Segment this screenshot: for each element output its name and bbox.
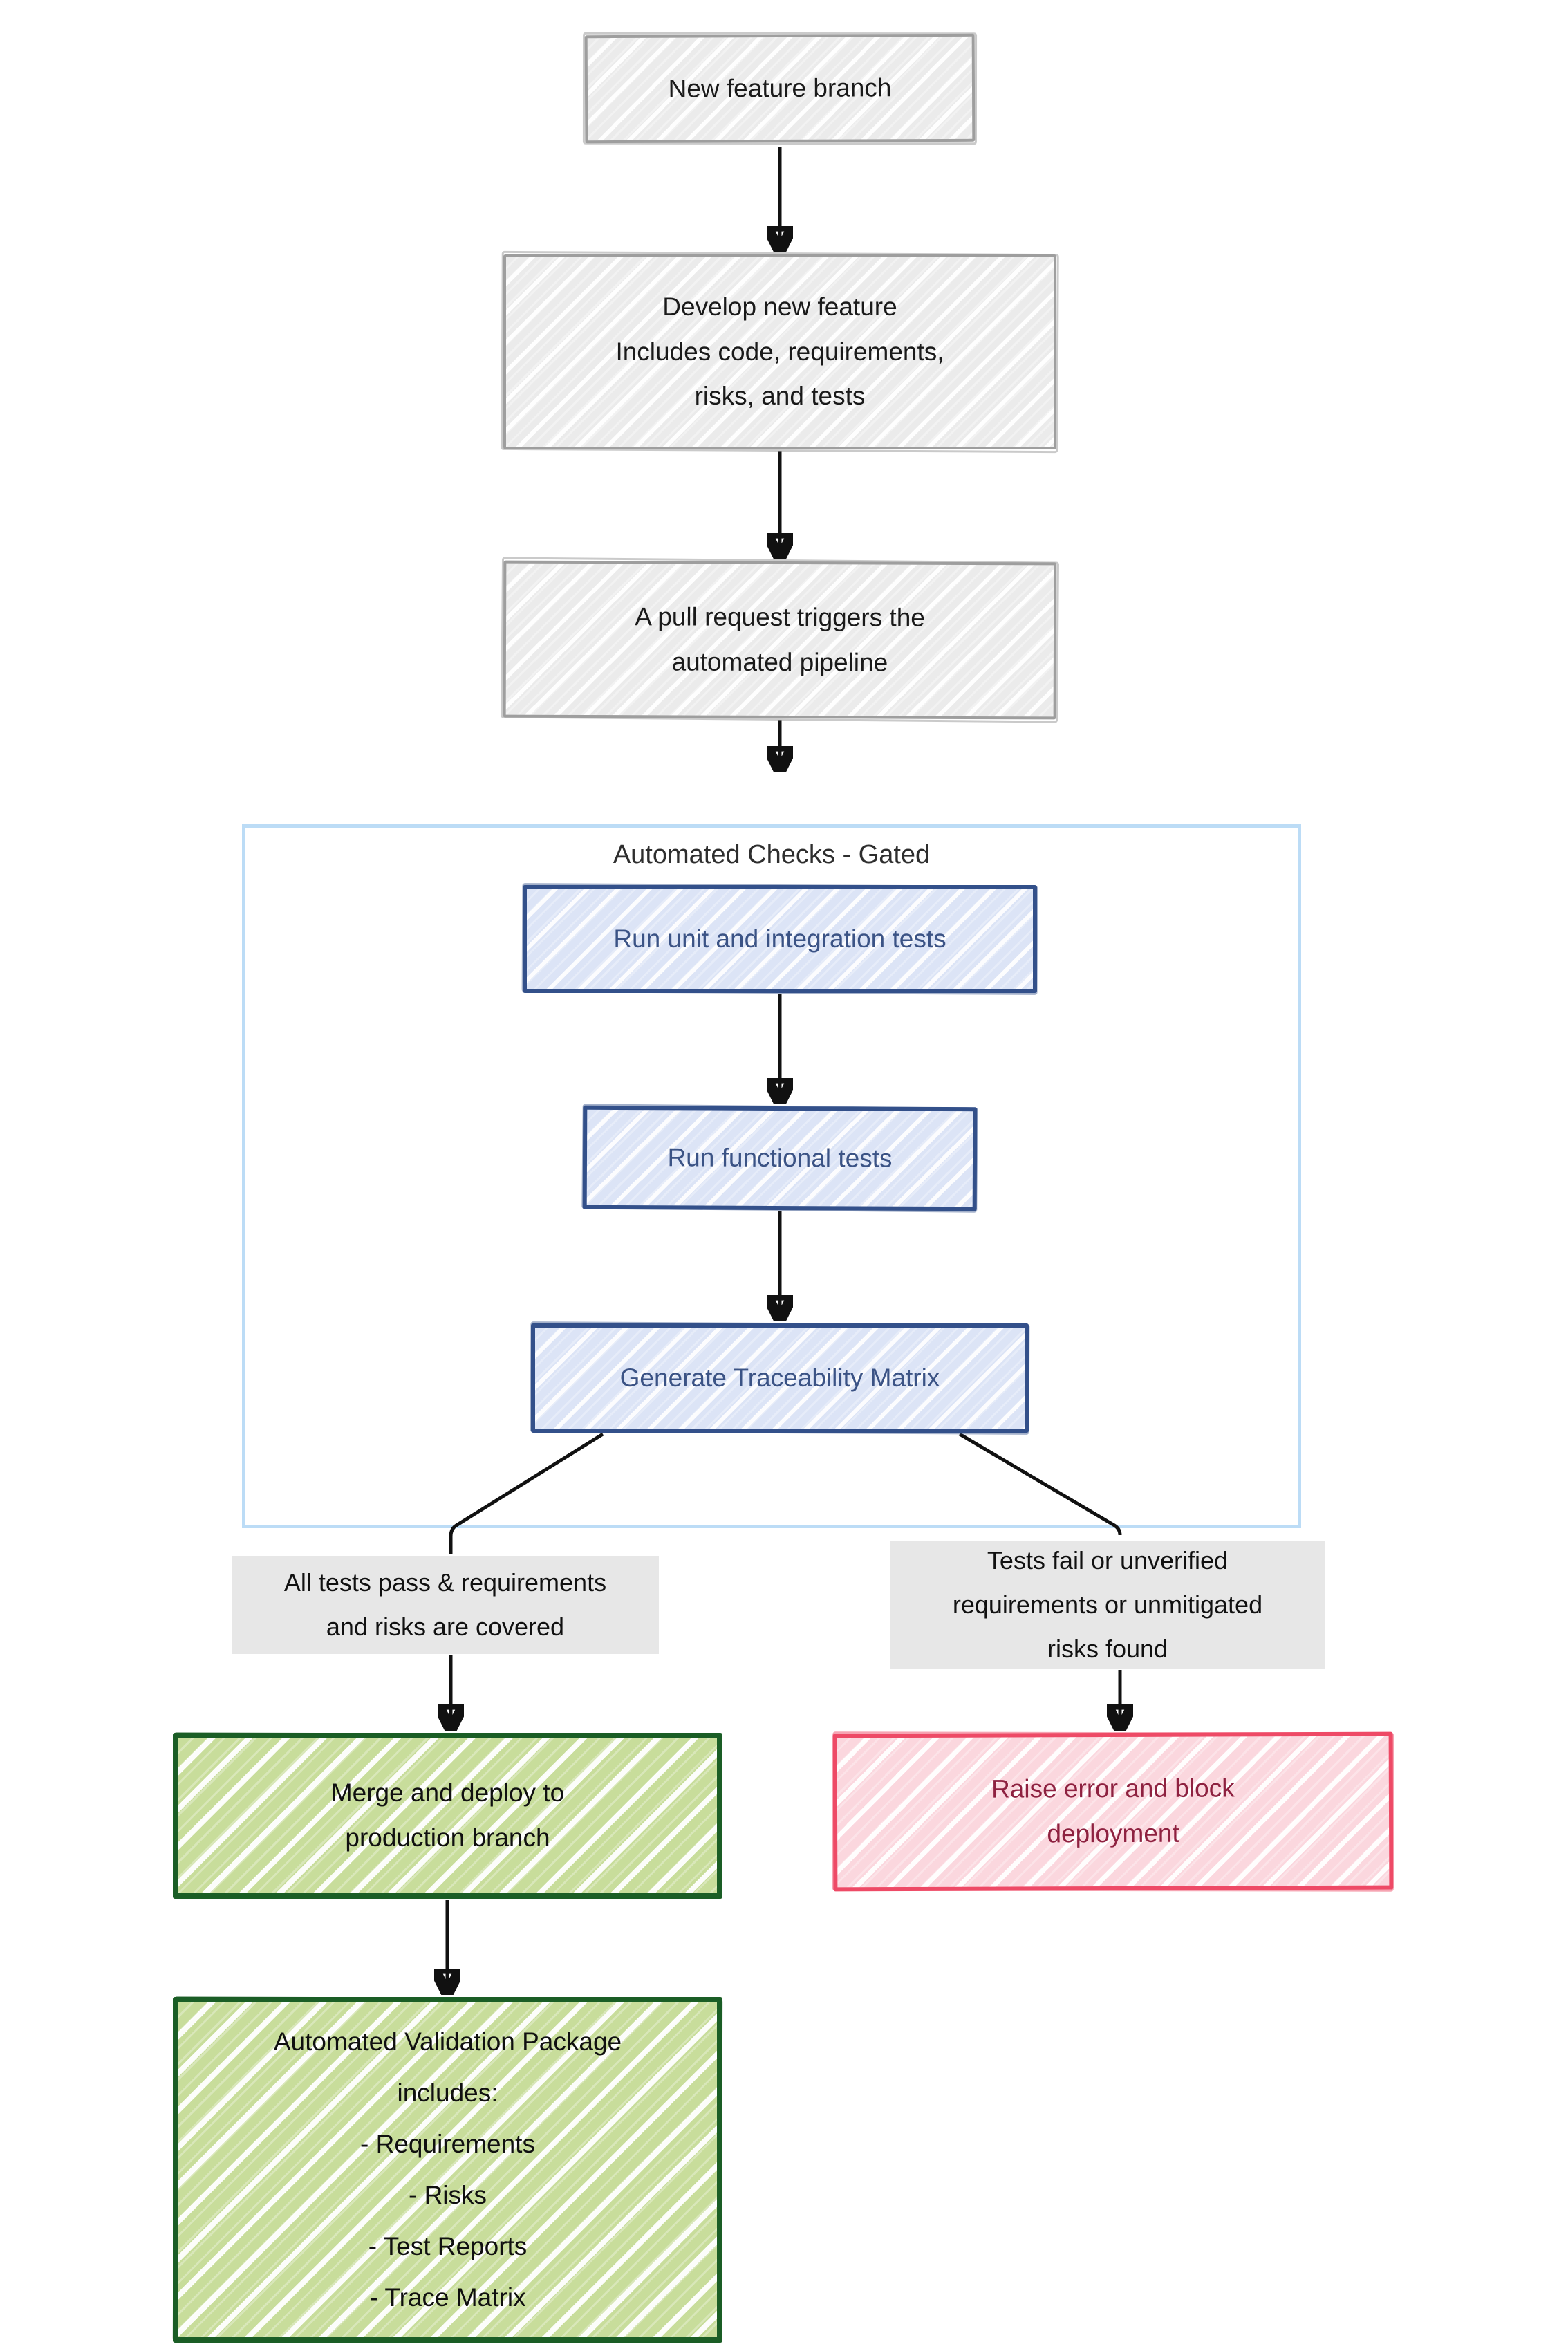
node-line: Develop new feature <box>662 292 897 321</box>
edge-trace-pass-branch <box>449 1432 604 1554</box>
node-develop-new-feature: Develop new feature Includes code, requi… <box>503 254 1056 449</box>
node-line: - Requirements <box>360 2130 535 2158</box>
node-line: includes: <box>397 2079 498 2107</box>
node-run-functional-tests: Run functional tests <box>582 1105 978 1211</box>
node-line: automated pipeline <box>671 647 888 677</box>
edge-label-line: All tests pass & requirements <box>283 1568 607 1597</box>
node-line: - Test Reports <box>368 2232 528 2260</box>
node-line: deployment <box>1047 1819 1179 1848</box>
node-pull-request: A pull request triggers the automated pi… <box>503 560 1057 720</box>
edge-label-tests-pass: All tests pass & requirements and risks … <box>232 1556 659 1654</box>
node-line: Merge and deploy to <box>330 1778 565 1808</box>
edge-trace-fail-branch <box>958 1432 1122 1536</box>
node-text: Generate Traceability Matrix <box>619 1363 940 1392</box>
node-line: Includes code, requirements, <box>615 337 944 366</box>
node-line: Automated Validation Package <box>273 2027 622 2056</box>
node-line: - Risks <box>408 2181 487 2209</box>
node-raise-error: Raise error and block deployment <box>832 1731 1394 1892</box>
edge-label-line: requirements or unmitigated <box>952 1590 1263 1619</box>
edge-label-tests-fail: Tests fail or unverified requirements or… <box>890 1541 1325 1669</box>
node-validation-package: Automated Validation Package includes: -… <box>173 1997 722 2343</box>
node-text: Run functional tests <box>667 1142 893 1173</box>
node-text: Run unit and integration tests <box>613 924 946 953</box>
node-line: - Trace Matrix <box>369 2283 526 2312</box>
node-new-feature-branch: New feature branch <box>584 33 976 144</box>
node-text: New feature branch <box>668 73 892 103</box>
edge-label-line: and risks are covered <box>326 1613 565 1641</box>
node-merge-deploy: Merge and deploy to production branch <box>173 1733 722 1899</box>
node-run-unit-integration-tests: Run unit and integration tests <box>523 885 1037 993</box>
node-line: Raise error and block <box>991 1774 1235 1803</box>
edge-label-line: Tests fail or unverified <box>987 1545 1229 1574</box>
edge-label-line: risks found <box>1047 1635 1168 1664</box>
subgraph-title: Automated Checks - Gated <box>613 840 931 869</box>
node-generate-traceability-matrix: Generate Traceability Matrix <box>531 1323 1029 1433</box>
node-line: production branch <box>345 1823 550 1852</box>
node-line: risks, and tests <box>694 382 866 411</box>
node-line: A pull request triggers the <box>635 602 925 632</box>
